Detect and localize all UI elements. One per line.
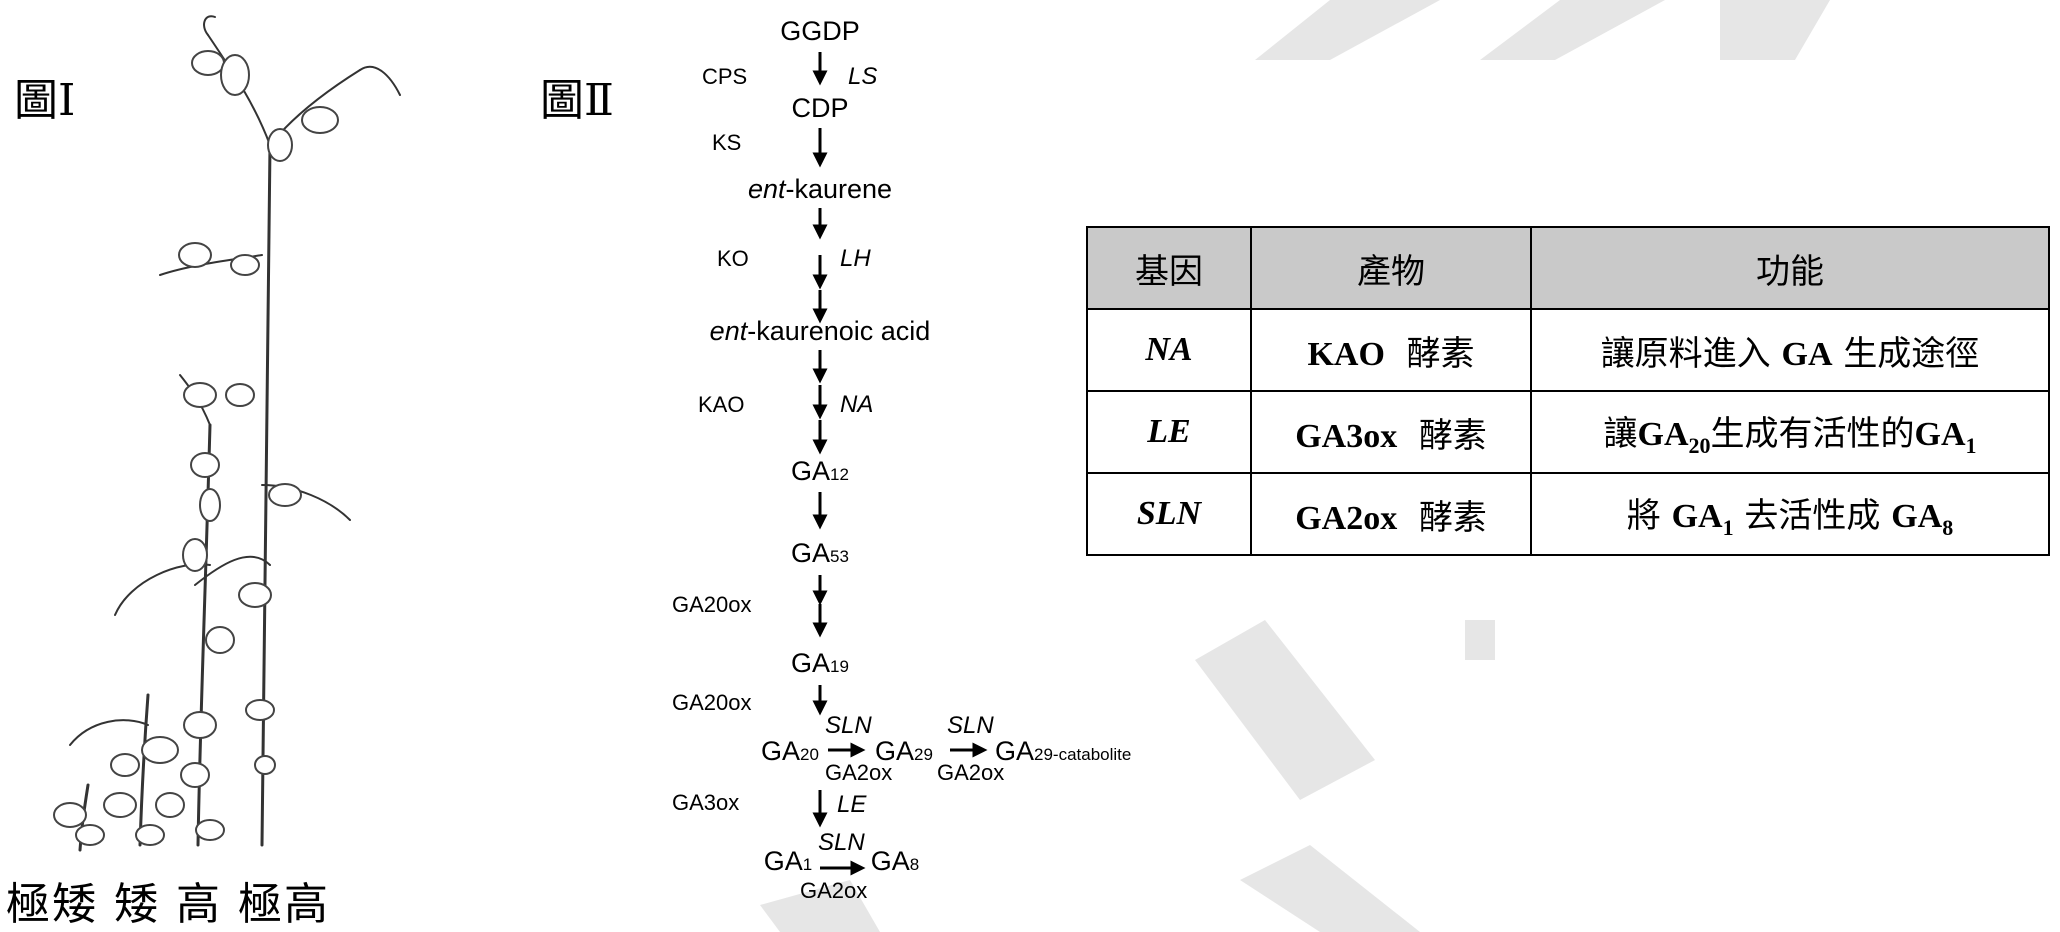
plant-height-labels: 極矮 矮 高 極高 [6,879,330,930]
cell-function: 將 GA1 去活性成 GA8 [1530,472,2050,556]
enzyme-ko: KO [717,246,749,271]
enzyme-ks: KS [712,130,741,155]
cell-gene: SLN [1086,472,1252,556]
gene-sln-3: SLN [818,829,865,856]
node-ga1: GA1 [764,846,812,876]
figure-2-label: 圖Ⅱ [540,75,614,126]
node-ent-kaurenoic-acid: ent-kaurenoic acid [710,316,931,346]
table-row: NA KAO 酵素 讓原料進入 GA 生成途徑 [1086,308,2050,392]
enzyme-ga20ox-2: GA20ox [672,690,752,715]
node-ent-kaurene: ent-kaurene [748,174,892,204]
pea-plants-illustration [53,15,401,852]
node-ga29-catabolite: GA29-catabolite [995,736,1131,766]
ga-biosynthesis-pathway: GGDP CDP ent-kaurene ent-kaurenoic acid … [672,16,1131,903]
cell-gene: LE [1086,390,1252,474]
cell-gene: NA [1086,308,1252,392]
node-ga53: GA53 [791,538,849,568]
enzyme-ga2ox-2: GA2ox [937,760,1004,785]
header-product: 產物 [1250,226,1532,310]
node-ga8: GA8 [871,846,919,876]
node-ga12: GA12 [791,456,849,486]
enzyme-cps: CPS [702,64,747,89]
gene-function-table: 基因 產物 功能 NA KAO 酵素 讓原料進入 GA 生成途徑 LE GA3o… [1086,226,2050,556]
enzyme-ga20ox-1: GA20ox [672,592,752,617]
cell-product: GA3ox 酵素 [1250,390,1532,474]
cell-product: KAO 酵素 [1250,308,1532,392]
figure-1-label: 圖Ⅰ [14,75,76,126]
cell-product: GA2ox 酵素 [1250,472,1532,556]
enzyme-ga3ox: GA3ox [672,790,739,815]
gene-sln-1: SLN [825,712,872,739]
gene-ls: LS [848,63,877,90]
enzyme-kao: KAO [698,392,744,417]
gene-le: LE [837,791,867,818]
gene-lh: LH [840,245,871,272]
table-row: SLN GA2ox 酵素 將 GA1 去活性成 GA8 [1086,472,2050,556]
gene-na: NA [840,391,873,418]
header-function: 功能 [1530,226,2050,310]
node-ga20: GA20 [761,736,819,766]
enzyme-ga2ox-3: GA2ox [800,878,867,903]
cell-function: 讓GA20生成有活性的GA1 [1530,390,2050,474]
table-row: LE GA3ox 酵素 讓GA20生成有活性的GA1 [1086,390,2050,474]
enzyme-ga2ox-1: GA2ox [825,760,892,785]
gene-sln-2: SLN [947,712,994,739]
header-gene: 基因 [1086,226,1252,310]
node-ga29: GA29 [875,736,933,766]
node-cdp: CDP [791,93,848,123]
node-ggdp: GGDP [780,16,860,46]
table-header-row: 基因 產物 功能 [1086,226,2050,310]
cell-function: 讓原料進入 GA 生成途徑 [1530,308,2050,392]
node-ga19: GA19 [791,648,849,678]
